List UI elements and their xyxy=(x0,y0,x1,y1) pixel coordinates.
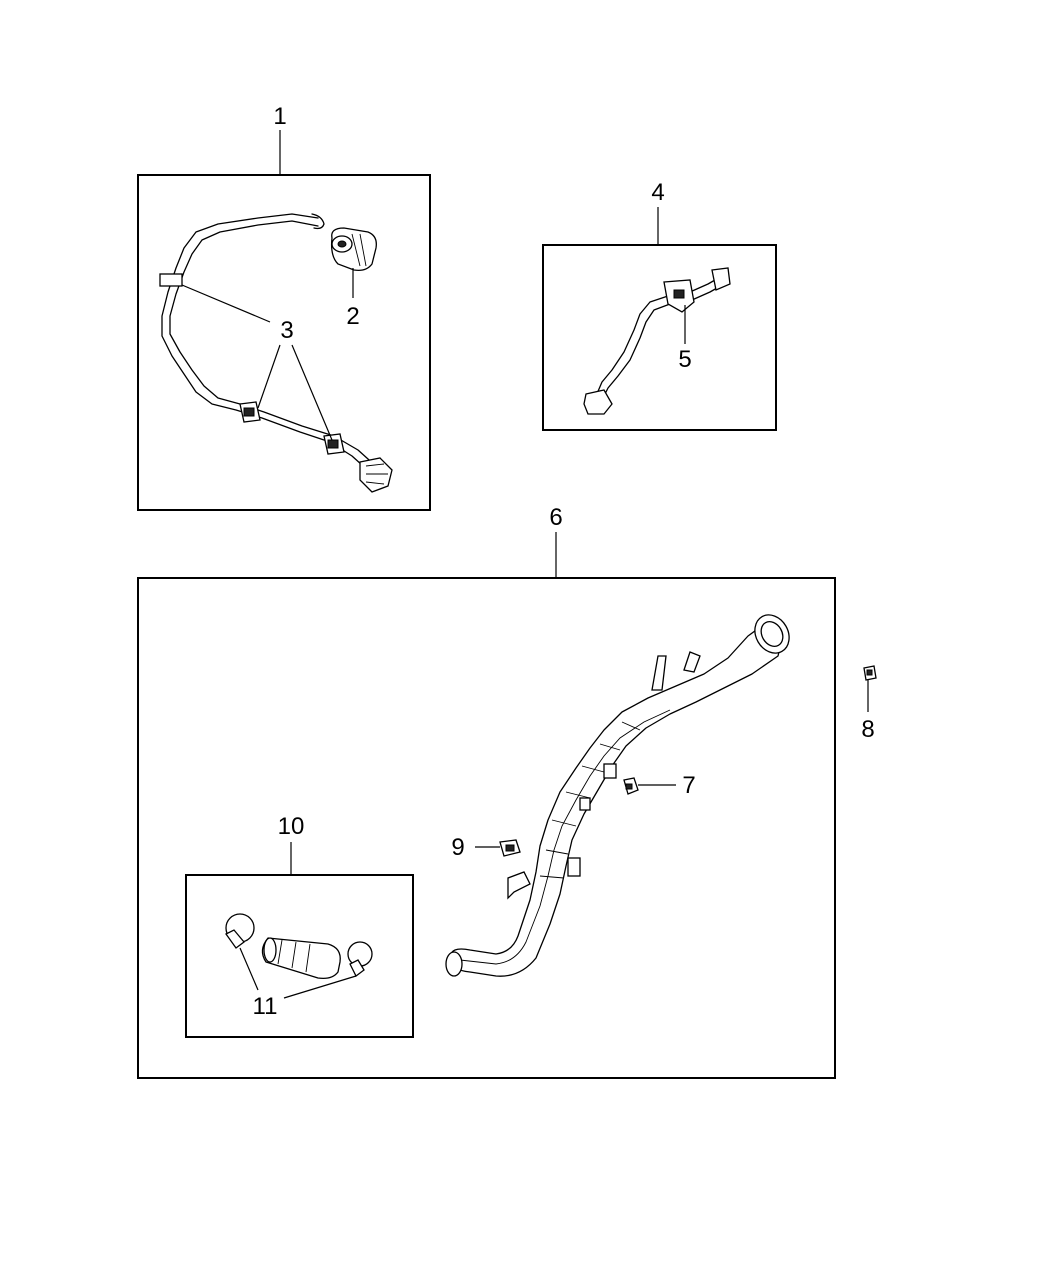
callout-9: 9 xyxy=(451,834,464,861)
group-4-box xyxy=(542,207,777,431)
callout-5: 5 xyxy=(678,346,691,373)
group-1-box xyxy=(137,130,431,511)
callout-8: 8 xyxy=(861,716,874,743)
filler-neck-icon xyxy=(445,614,790,977)
vapor-line-icon xyxy=(583,267,731,415)
fastener-icon xyxy=(623,777,639,795)
connector-hose-icon xyxy=(261,937,341,980)
pipe-clip-icon xyxy=(159,273,345,455)
group-6-box xyxy=(137,532,836,1079)
group-10-box xyxy=(185,842,414,1038)
callout-10: 10 xyxy=(278,813,305,840)
pipe-clip-icon-9 xyxy=(499,839,521,857)
vent-tube-icon xyxy=(161,213,393,493)
callout-2: 2 xyxy=(346,303,359,330)
callout-4: 4 xyxy=(651,179,664,206)
callout-1: 1 xyxy=(273,103,286,130)
hose-clamp-icon xyxy=(225,913,373,977)
check-valve-icon xyxy=(330,227,377,272)
callout-7: 7 xyxy=(682,772,695,799)
pipe-clip-icon-8 xyxy=(863,665,877,681)
callout-11: 11 xyxy=(253,993,278,1020)
callout-3: 3 xyxy=(280,317,293,344)
callout-6: 6 xyxy=(549,504,562,531)
